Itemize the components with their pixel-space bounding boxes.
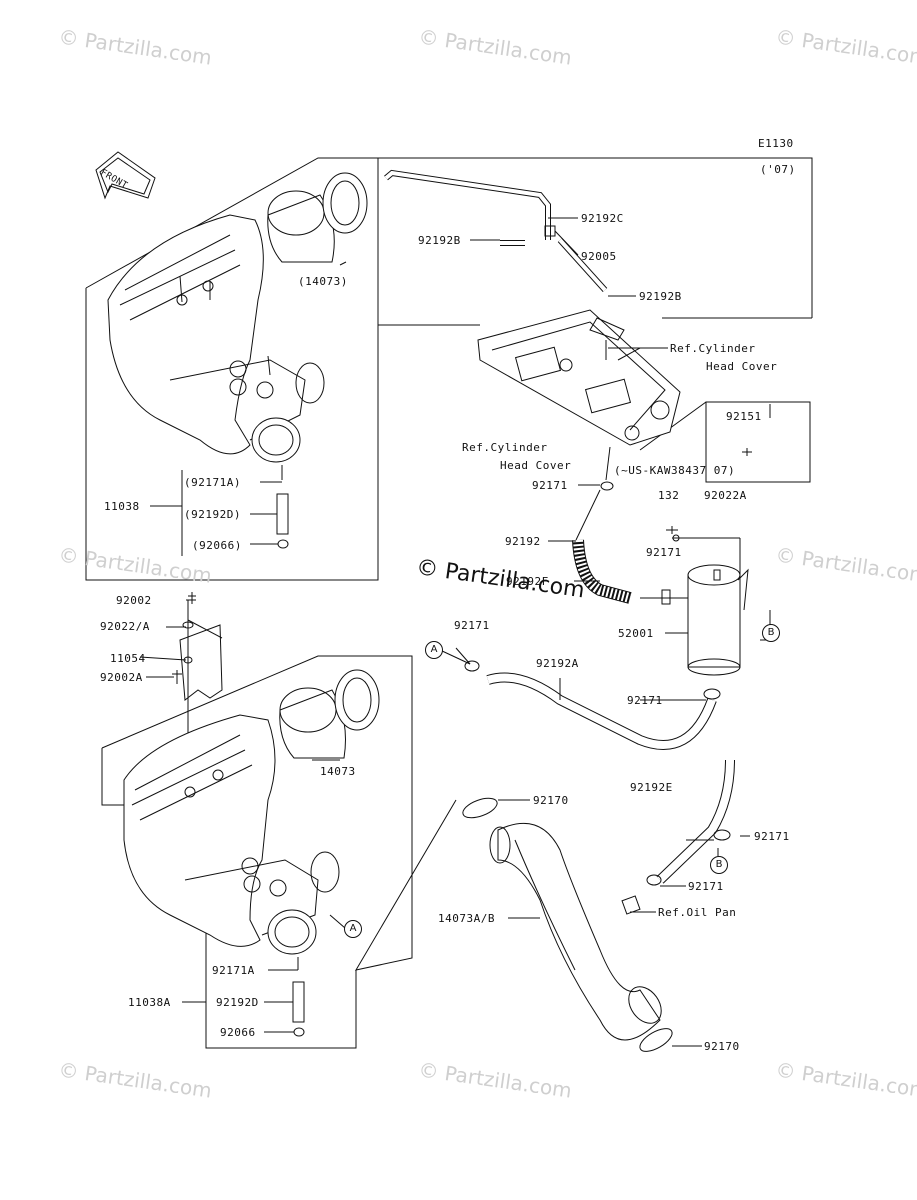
part-label: (92192D): [184, 508, 241, 521]
part-label: 92171A: [212, 964, 255, 977]
part-label: 92171: [754, 830, 790, 843]
clamp-92170-bottom: [639, 1028, 673, 1052]
serial-note: (~US-KAW38437 07): [614, 464, 736, 477]
year-note: ('07): [760, 163, 796, 176]
part-label: 11038A: [128, 996, 171, 1009]
part-label: 11054: [110, 652, 146, 665]
bolt-92002A-icon: [172, 670, 182, 684]
part-label: 92192D: [216, 996, 259, 1009]
part-label: 92192E: [630, 781, 673, 794]
part-label: (14073): [298, 275, 348, 288]
part-label: 92005: [581, 250, 617, 263]
part-label: Ref.Oil Pan: [658, 906, 737, 919]
part-label: 92170: [704, 1040, 740, 1053]
diagram-code: E1130: [758, 137, 794, 150]
callout-b: B: [762, 624, 780, 642]
cylinder-head-cover: [477, 309, 681, 446]
part-label: 11038: [104, 500, 140, 513]
bracket-11054: [179, 600, 223, 760]
part-label: 92171: [454, 619, 490, 632]
part-label: Ref.Cylinder: [670, 342, 756, 355]
part-label: 92192C: [581, 212, 624, 225]
screw-132-icon: [666, 526, 678, 534]
part-label: 92022/A: [100, 620, 150, 633]
part-label: Ref.Cylinder: [462, 441, 548, 454]
callout-b: B: [710, 856, 728, 874]
serial-note-box: [705, 401, 811, 483]
bolt-92002-icon: [188, 592, 196, 604]
part-label: 92002A: [100, 671, 143, 684]
catch-tank-52001: [687, 564, 749, 676]
part-label: 52001: [618, 627, 654, 640]
part-label: Head Cover: [500, 459, 572, 472]
part-label: 92192A: [536, 657, 579, 670]
upper-assembly-frame: [85, 157, 379, 581]
part-label: 14073A/B: [438, 912, 495, 925]
part-label: 92192B: [418, 234, 461, 247]
part-label: Head Cover: [706, 360, 778, 373]
part-label: 92066: [220, 1026, 256, 1039]
callout-a: A: [425, 641, 443, 659]
part-label: 92171: [646, 546, 682, 559]
part-label: 14073: [320, 765, 356, 778]
upper-air-box: [107, 214, 325, 463]
clamp-92170-top: [462, 797, 498, 819]
part-label: (92171A): [184, 476, 241, 489]
front-arrow-icon: [95, 151, 156, 200]
part-label: 92171: [688, 880, 724, 893]
part-label: 92022A: [704, 489, 747, 502]
part-label: 92192: [505, 535, 541, 548]
lower-intake-tube: [279, 669, 380, 759]
duct-14073AB: [489, 822, 662, 1041]
part-label: 92192F: [506, 575, 549, 588]
part-label: 132: [658, 489, 680, 502]
part-label: 92171: [532, 479, 568, 492]
part-label: 92170: [533, 794, 569, 807]
lower-air-box: [123, 714, 340, 955]
screw-92151-icon: [742, 448, 752, 456]
part-label: 92171: [627, 694, 663, 707]
hose-92192A: [486, 672, 717, 750]
part-label: 92192B: [639, 290, 682, 303]
part-label: 92002: [116, 594, 152, 607]
part-label: 92151: [726, 410, 762, 423]
part-label: (92066): [192, 539, 242, 552]
breather-frame: [378, 157, 813, 318]
upper-intake-tube: [267, 172, 368, 263]
callout-a: A: [344, 920, 362, 938]
